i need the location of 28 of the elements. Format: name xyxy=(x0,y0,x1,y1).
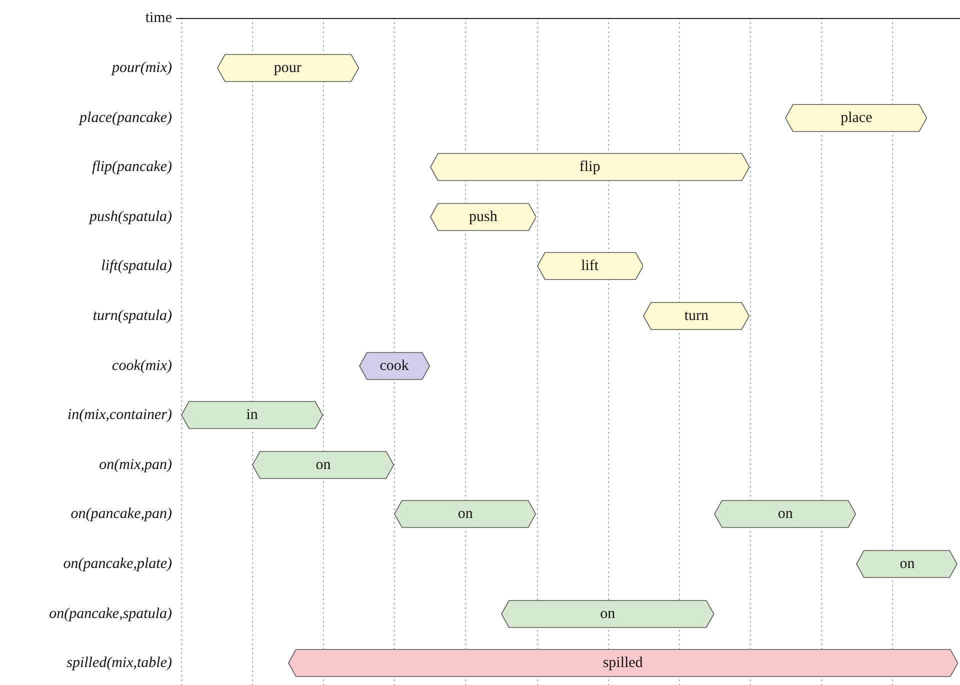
interval-bar: on xyxy=(394,500,536,528)
interval-bar: spilled xyxy=(288,649,958,678)
row-label: in(mix,container) xyxy=(67,406,172,424)
interval-bar: on xyxy=(856,550,958,578)
row-label: on(pancake,plate) xyxy=(63,555,172,573)
interval-bar: flip xyxy=(430,153,750,182)
row-label: place(pancake) xyxy=(80,108,172,127)
interval-bar: pour xyxy=(216,54,359,82)
row-label: cook(mix) xyxy=(112,356,172,375)
row-label: lift(spatula) xyxy=(101,257,172,276)
interval-bar: place xyxy=(785,104,928,132)
interval-bar: turn xyxy=(643,302,750,330)
row-label: on(mix,pan) xyxy=(99,456,172,474)
interval-bar: in xyxy=(181,401,324,430)
row-label: on(pancake,spatula) xyxy=(49,604,172,623)
row-label: spilled(mix,table) xyxy=(66,654,172,672)
row-label: turn(spatula) xyxy=(92,307,172,325)
row-label: pour(mix) xyxy=(112,59,172,77)
interval-bar: lift xyxy=(536,252,644,280)
interval-bar: on xyxy=(714,500,856,528)
interval-bar: push xyxy=(430,202,536,231)
interval-bar: on xyxy=(252,450,394,479)
interval-bar: cook xyxy=(358,352,430,380)
row-label: push(spatula) xyxy=(90,208,172,226)
axis-label: time xyxy=(145,9,172,27)
row-label: on(pancake,pan) xyxy=(70,505,172,524)
interval-bar: on xyxy=(500,600,714,628)
row-label: flip(pancake) xyxy=(92,158,172,176)
